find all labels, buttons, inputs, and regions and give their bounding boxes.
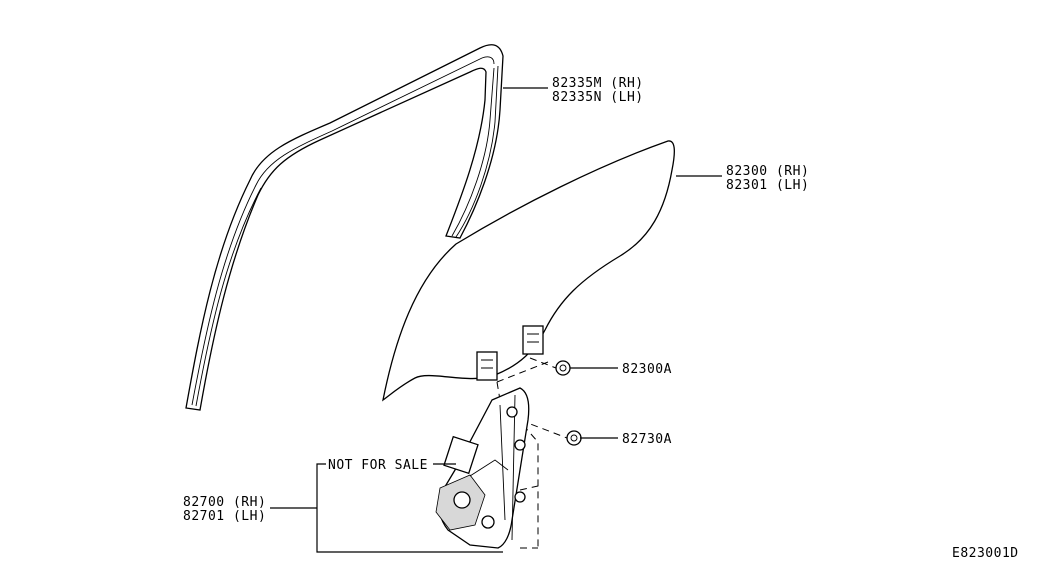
label-bolt-regulator: 82730A (622, 432, 672, 447)
label-sash-lh: 82335N (LH) (552, 90, 644, 105)
glass-bracket-rear (522, 325, 544, 355)
window-regulator (435, 387, 530, 549)
label-regulator-rh: 82700 (RH) (183, 495, 266, 510)
glass-bracket-front (476, 351, 498, 381)
label-bolt-glass: 82300A (622, 362, 672, 377)
label-glass-lh: 82301 (LH) (726, 178, 809, 193)
bolt-82730a (566, 430, 582, 446)
label-regulator-lh: 82701 (LH) (183, 509, 266, 524)
glass-run-sash (185, 44, 504, 411)
leader-lines (270, 87, 722, 553)
diagram-id: E823001D (952, 546, 1019, 561)
door-glass (382, 140, 675, 402)
label-glass-rh: 82300 (RH) (726, 164, 809, 179)
label-sash-rh: 82335M (RH) (552, 76, 644, 91)
label-not-for-sale: NOT FOR SALE (328, 458, 428, 473)
bolt-82300a (555, 360, 571, 376)
